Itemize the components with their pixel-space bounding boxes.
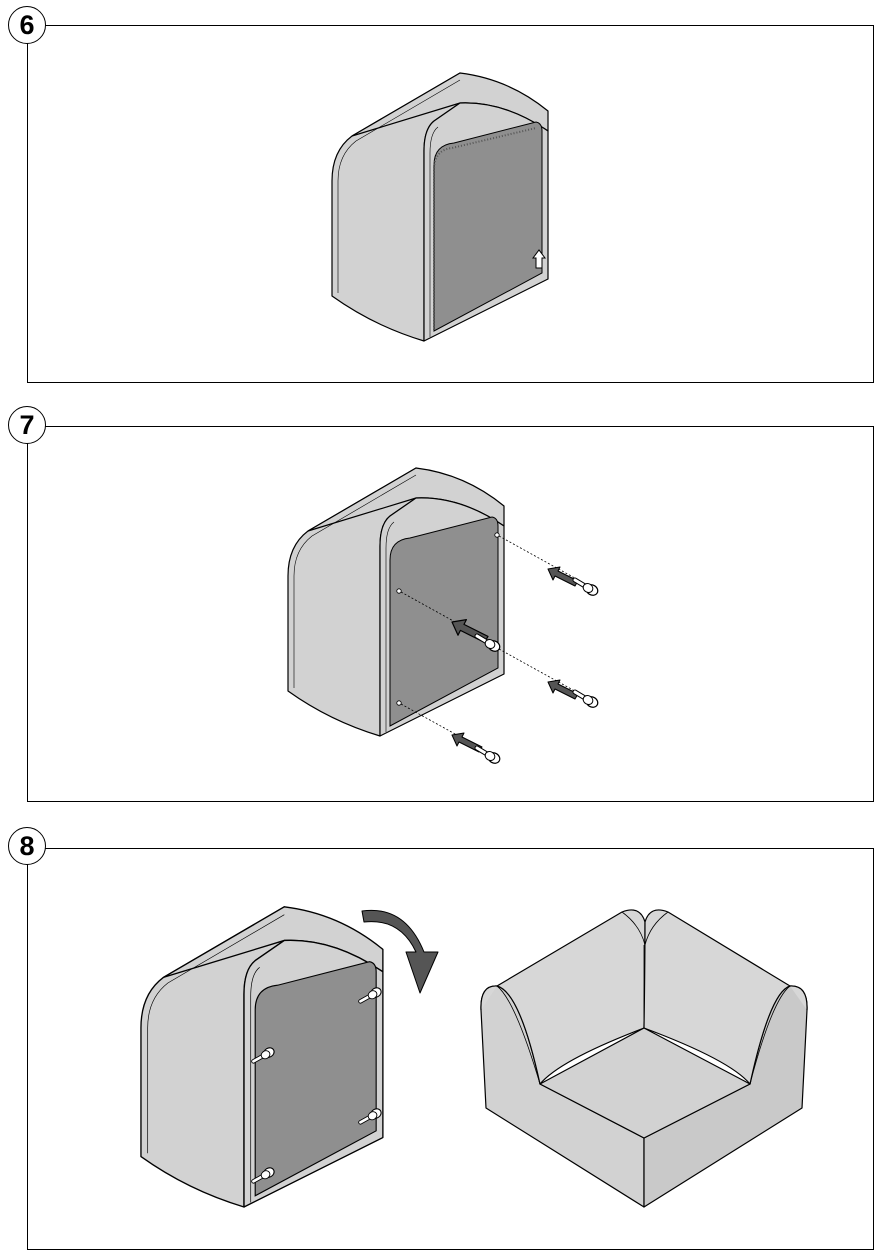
sofa-module-icon: [332, 73, 548, 341]
corner-sofa-icon: [481, 910, 807, 1207]
sofa-module-icon: [288, 468, 504, 736]
